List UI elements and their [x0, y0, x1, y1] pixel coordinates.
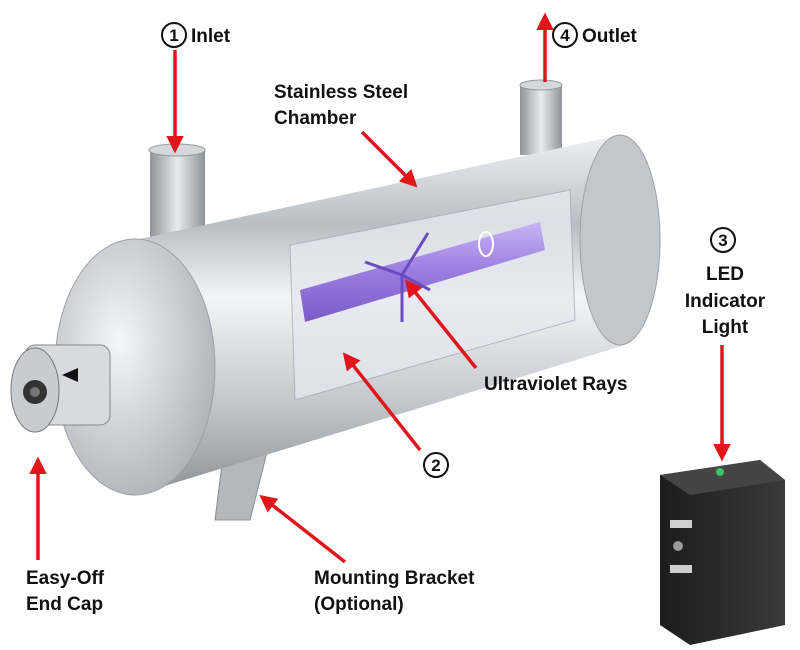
inlet-pipe	[148, 143, 206, 240]
label-bracket: Mounting Bracket (Optional)	[314, 568, 475, 615]
svg-text:Chamber: Chamber	[274, 108, 357, 129]
svg-text:Ultraviolet Rays: Ultraviolet Rays	[484, 374, 628, 395]
power-adapter	[660, 460, 785, 645]
svg-text:(Optional): (Optional)	[314, 594, 404, 615]
svg-text:Inlet: Inlet	[191, 26, 231, 47]
svg-text:Easy-Off: Easy-Off	[26, 568, 105, 589]
svg-text:2: 2	[431, 456, 440, 475]
svg-text:4: 4	[560, 26, 570, 45]
led-indicator-icon	[716, 468, 724, 476]
label-inlet: 1 Inlet	[161, 22, 231, 48]
stainless-steel-chamber	[54, 134, 661, 496]
svg-text:Mounting Bracket: Mounting Bracket	[314, 568, 475, 589]
svg-text:End Cap: End Cap	[26, 594, 103, 615]
svg-text:Indicator: Indicator	[685, 291, 766, 312]
label-led: 3 LED Indicator Light	[685, 227, 766, 338]
label-end-cap: Easy-Off End Cap	[26, 568, 105, 615]
svg-text:Stainless Steel: Stainless Steel	[274, 82, 408, 103]
outlet-pipe	[519, 79, 563, 155]
svg-text:Light: Light	[702, 317, 749, 338]
svg-text:1: 1	[169, 26, 178, 45]
label-outlet: 4 Outlet	[552, 22, 638, 48]
svg-text:3: 3	[718, 231, 727, 250]
label-lamp: 2	[423, 452, 449, 478]
arrow-icon	[62, 368, 78, 382]
callout-arrows	[29, 12, 731, 564]
label-chamber: Stainless Steel Chamber	[274, 82, 408, 129]
end-cap	[10, 344, 111, 433]
uv-lamp	[300, 222, 545, 322]
label-uv-rays: Ultraviolet Rays	[484, 374, 628, 395]
svg-text:LED: LED	[706, 264, 744, 285]
svg-text:Outlet: Outlet	[582, 26, 638, 47]
